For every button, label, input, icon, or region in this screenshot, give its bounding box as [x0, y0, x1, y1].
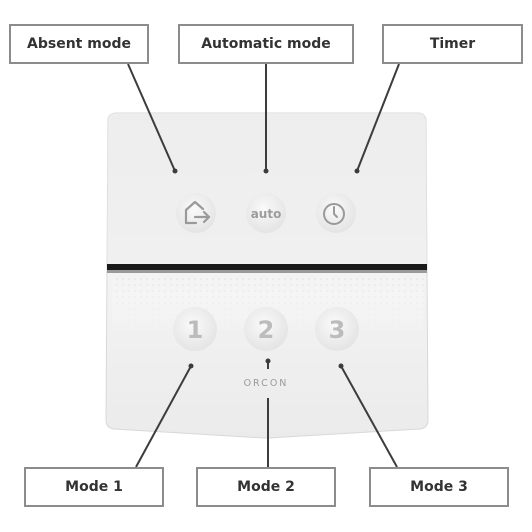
- divider-slot: [107, 264, 427, 270]
- auto-label: auto: [251, 207, 282, 221]
- brand-logo: ORCON: [244, 378, 289, 389]
- callout-mode-1-text: Mode 1: [65, 479, 123, 495]
- mode-3-number: 3: [329, 316, 346, 344]
- mode-3-button[interactable]: 3: [315, 307, 359, 351]
- callout-mode-2-text: Mode 2: [237, 479, 295, 495]
- auto-mode-button[interactable]: auto: [246, 193, 286, 233]
- callout-absent-mode-text: Absent mode: [27, 36, 131, 52]
- callout-timer: Timer: [382, 24, 523, 64]
- callout-mode-2: Mode 2: [196, 467, 336, 507]
- callout-automatic-mode-text: Automatic mode: [201, 36, 331, 52]
- callout-mode-3-text: Mode 3: [410, 479, 468, 495]
- callout-mode-3: Mode 3: [369, 467, 509, 507]
- mode-2-number: 2: [258, 316, 275, 344]
- callout-absent-mode: Absent mode: [9, 24, 149, 64]
- house-arrow-icon: [184, 200, 211, 225]
- clock-icon: [323, 203, 345, 225]
- timer-button[interactable]: [316, 193, 356, 233]
- callout-mode-1: Mode 1: [24, 467, 164, 507]
- mode-1-button[interactable]: 1: [173, 307, 217, 351]
- callout-automatic-mode: Automatic mode: [178, 24, 354, 64]
- callout-timer-text: Timer: [429, 36, 476, 52]
- absent-mode-button[interactable]: [176, 193, 216, 233]
- mode-1-number: 1: [187, 316, 204, 344]
- mode-2-button[interactable]: 2: [244, 307, 288, 351]
